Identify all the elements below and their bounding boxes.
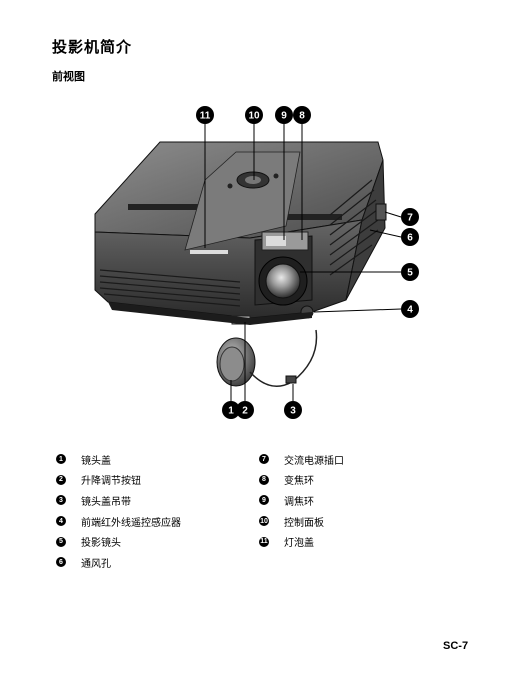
legend-item: 7 交流电源插口 bbox=[259, 449, 344, 470]
page-number: SC-7 bbox=[443, 640, 469, 652]
legend-label: 交流电源插口 bbox=[284, 455, 344, 467]
legend-label: 变焦环 bbox=[284, 476, 314, 488]
legend-label: 镜头盖吊带 bbox=[81, 496, 131, 508]
callout-5: 5 bbox=[401, 263, 419, 281]
svg-text:5: 5 bbox=[407, 268, 413, 279]
callout-3: 3 bbox=[284, 401, 302, 419]
legend-number: 11 bbox=[259, 536, 269, 547]
callout-9: 9 bbox=[275, 106, 293, 124]
callouts: 11 10 9 8 7 6 5 4 bbox=[196, 106, 419, 419]
projector-body bbox=[94, 141, 387, 325]
callout-8: 8 bbox=[293, 106, 311, 124]
legend-number: 6 bbox=[56, 557, 66, 568]
legend-label: 镜头盖 bbox=[81, 455, 111, 467]
legend-item: 4 前端红外线遥控感应器 bbox=[56, 511, 181, 532]
callout-6: 6 bbox=[401, 228, 419, 246]
legend-label: 前端红外线遥控感应器 bbox=[81, 517, 181, 529]
svg-text:10: 10 bbox=[248, 111, 260, 122]
legend-item: 6 通风孔 bbox=[56, 552, 181, 573]
legend-item: 3 镜头盖吊带 bbox=[56, 490, 181, 511]
legend-number: 1 bbox=[56, 454, 66, 465]
svg-text:8: 8 bbox=[299, 111, 305, 122]
legend-number: 5 bbox=[56, 536, 66, 547]
legend-label: 控制面板 bbox=[284, 517, 324, 529]
callout-4: 4 bbox=[401, 300, 419, 318]
callout-2: 2 bbox=[236, 401, 254, 419]
leader-lines bbox=[204, 124, 402, 401]
section-subtitle: 前视图 bbox=[52, 70, 85, 83]
page-title: 投影机简介 bbox=[52, 38, 133, 56]
legend-item: 1 镜头盖 bbox=[56, 449, 181, 470]
legend-label: 灯泡盖 bbox=[284, 538, 314, 550]
legend-number: 2 bbox=[56, 474, 66, 485]
legend-number: 8 bbox=[259, 474, 269, 485]
legend-number: 10 bbox=[259, 516, 269, 527]
legend-label: 通风孔 bbox=[81, 558, 111, 570]
callout-11: 11 bbox=[196, 106, 214, 124]
svg-text:6: 6 bbox=[407, 233, 413, 244]
legend-label: 调焦环 bbox=[284, 496, 314, 508]
legend-number: 7 bbox=[259, 454, 269, 465]
legend-number: 3 bbox=[56, 495, 66, 506]
legend-column-left: 1 镜头盖 2 升降调节按钮 3 镜头盖吊带 4 前端红外线遥控感应器 5 投影… bbox=[56, 449, 181, 573]
svg-text:9: 9 bbox=[281, 111, 287, 122]
callout-7: 7 bbox=[401, 208, 419, 226]
legend-item: 11 灯泡盖 bbox=[259, 531, 344, 552]
lens-cap bbox=[216, 329, 318, 387]
legend-number: 4 bbox=[56, 516, 66, 527]
svg-text:11: 11 bbox=[200, 111, 211, 122]
legend-item: 5 投影镜头 bbox=[56, 531, 181, 552]
svg-text:2: 2 bbox=[242, 406, 248, 417]
legend-item: 9 调焦环 bbox=[259, 490, 344, 511]
svg-text:7: 7 bbox=[407, 213, 413, 224]
callout-10: 10 bbox=[245, 106, 263, 124]
svg-text:1: 1 bbox=[228, 406, 234, 417]
legend-column-right: 7 交流电源插口 8 变焦环 9 调焦环 10 控制面板 11 灯泡盖 bbox=[259, 449, 344, 552]
legend-label: 升降调节按钮 bbox=[81, 476, 141, 488]
projector-front-view-figure: 11 10 9 8 7 6 5 4 bbox=[94, 106, 419, 419]
svg-text:3: 3 bbox=[290, 406, 296, 417]
legend-item: 10 控制面板 bbox=[259, 511, 344, 532]
legend-item: 2 升降调节按钮 bbox=[56, 470, 181, 491]
callout-1: 1 bbox=[222, 401, 240, 419]
legend-label: 投影镜头 bbox=[81, 538, 121, 550]
legend-item: 8 变焦环 bbox=[259, 470, 344, 491]
svg-text:4: 4 bbox=[407, 305, 413, 316]
legend-number: 9 bbox=[259, 495, 269, 506]
